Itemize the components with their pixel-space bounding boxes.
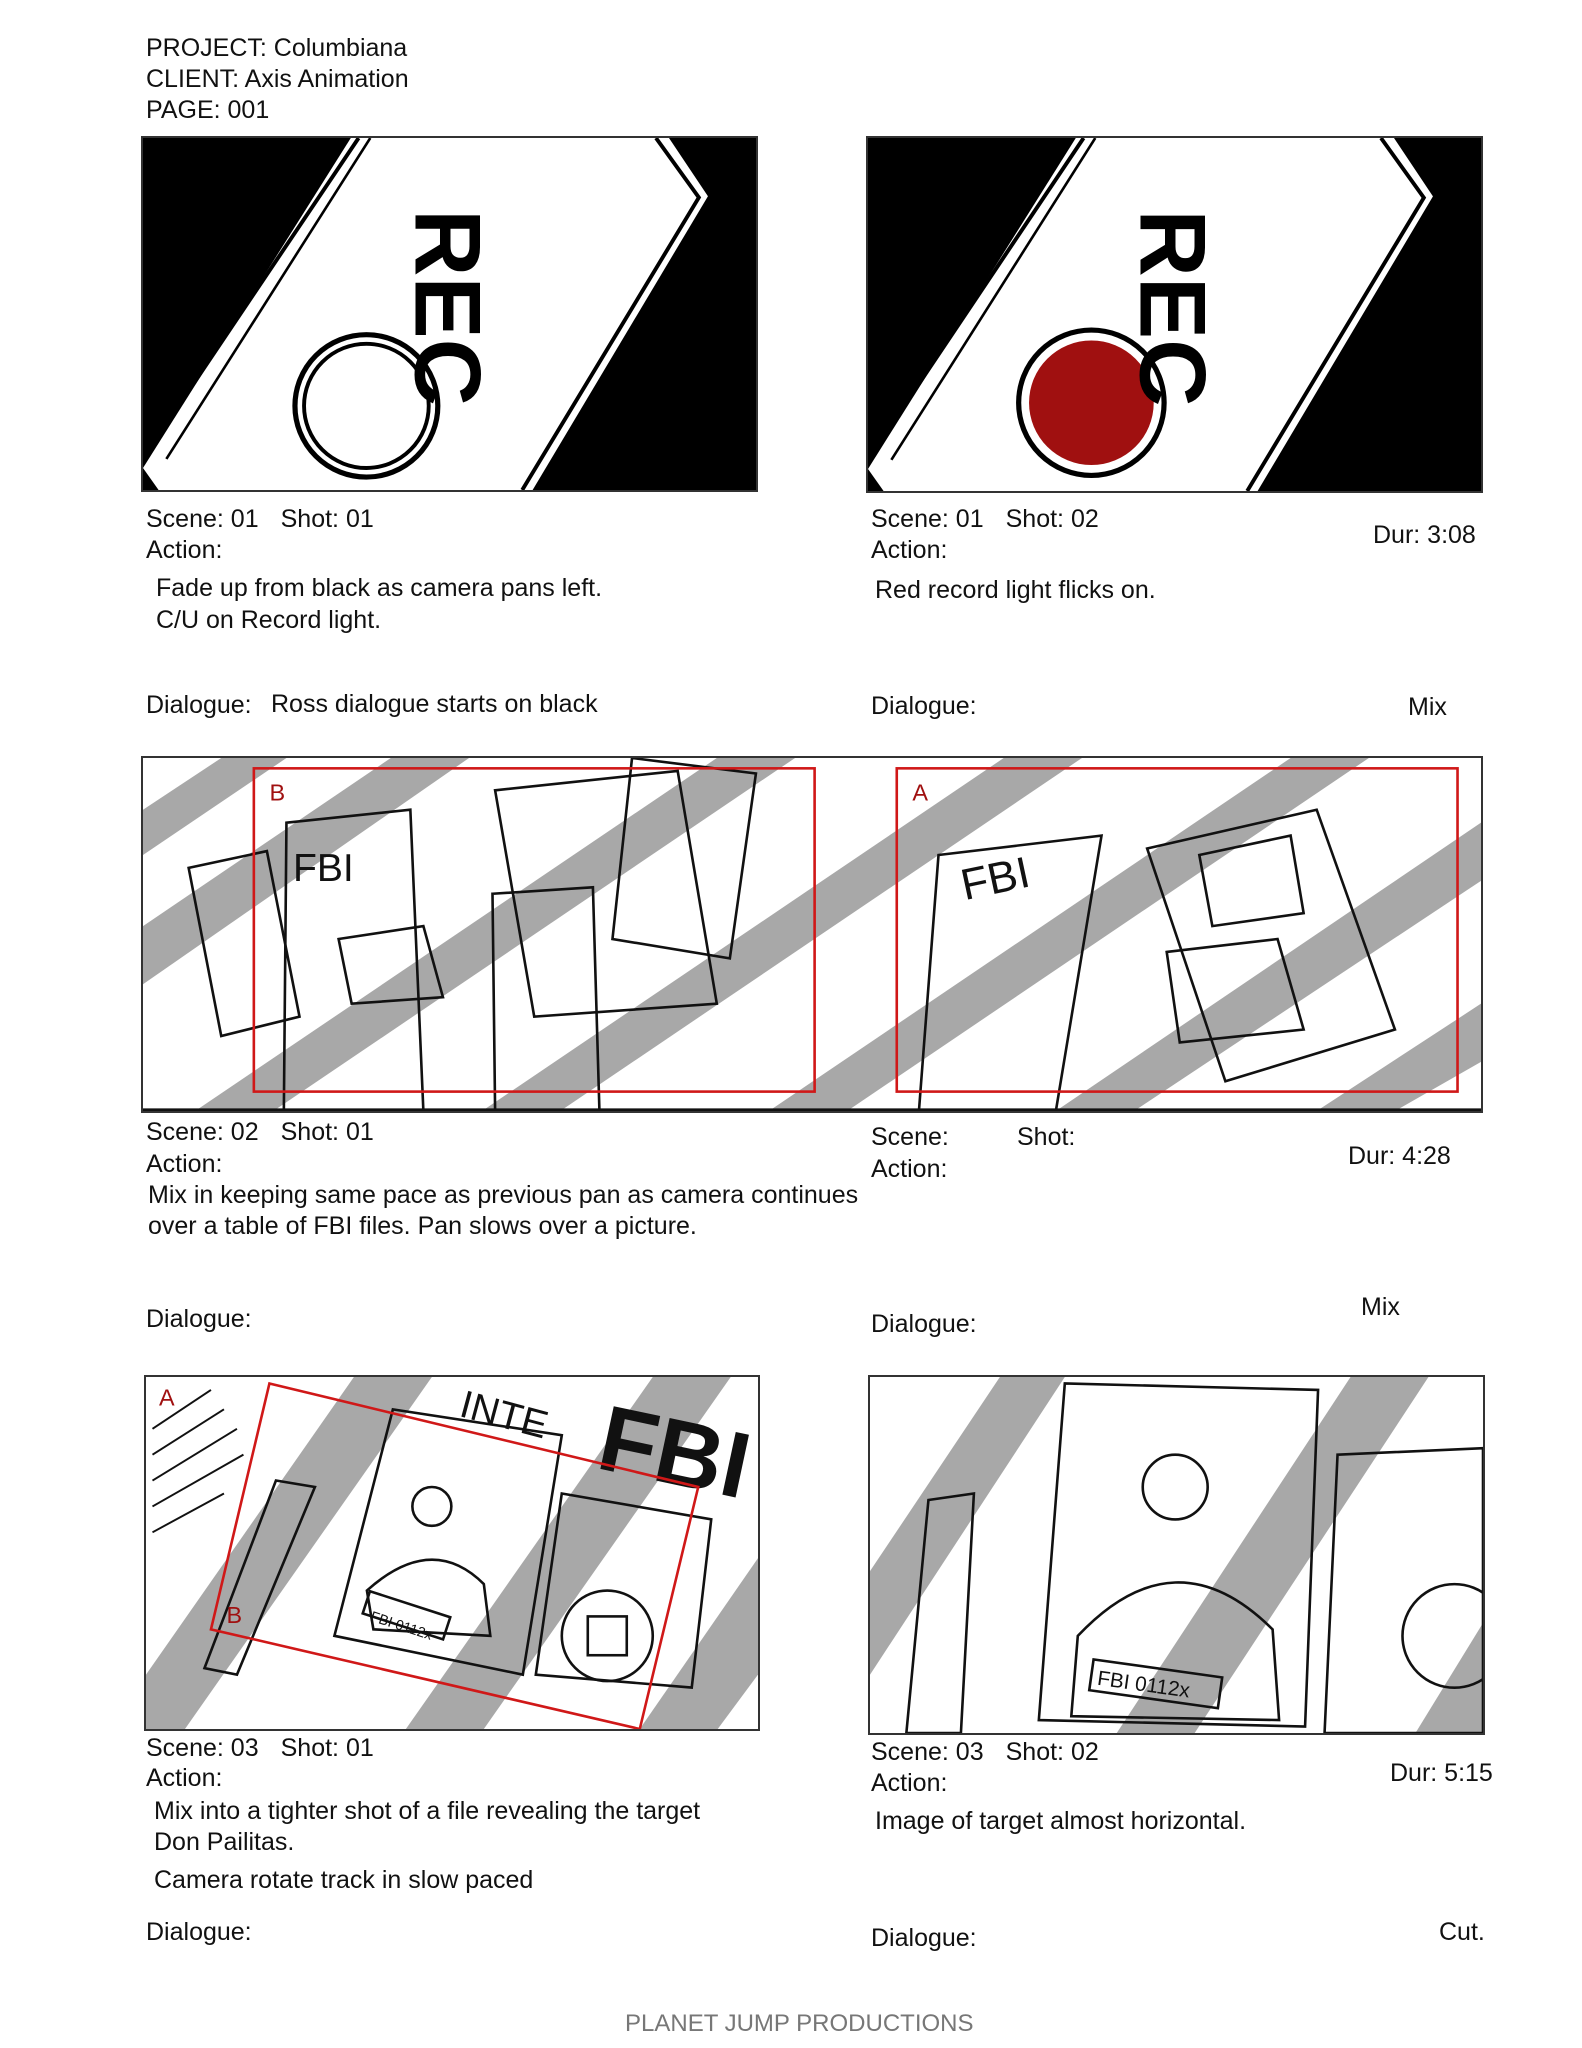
action-text: Mix in keeping same pace as previous pan… xyxy=(148,1181,859,1209)
scene-label: Scene: xyxy=(871,1123,949,1151)
rec-light-on-drawing: REC xyxy=(868,138,1481,491)
inte-label: INTE xyxy=(456,1383,553,1447)
fbi-file-label: FBI xyxy=(956,848,1034,910)
transition: Mix xyxy=(1361,1293,1400,1321)
action-text: Don Pailitas. xyxy=(154,1828,295,1856)
action-label: Action: xyxy=(146,1150,223,1178)
page-label: PAGE: 001 xyxy=(146,96,270,124)
target-portrait-sketch: FBI 0112x xyxy=(870,1377,1483,1733)
action-label: Action: xyxy=(871,1769,948,1797)
dialogue-label: Dialogue: xyxy=(871,1310,977,1338)
dialogue-label: Dialogue: xyxy=(871,692,977,720)
transition: Mix xyxy=(1408,693,1447,721)
panel-scene02-pan: FBI FBI B A xyxy=(141,756,1483,1113)
rec-label: REC xyxy=(1121,209,1226,406)
rec-label: REC xyxy=(396,209,500,406)
rec-light-off-drawing: REC xyxy=(143,138,756,490)
duration: Dur: 5:15 xyxy=(1390,1759,1493,1787)
dialogue-label: Dialogue: xyxy=(146,1305,252,1333)
action-label: Action: xyxy=(146,1764,223,1792)
dialogue-label: Dialogue: xyxy=(871,1924,977,1952)
footer-company: PLANET JUMP PRODUCTIONS xyxy=(625,2010,974,2037)
panel-scene03-shot02: FBI 0112x xyxy=(868,1375,1485,1735)
shot-label: Shot: xyxy=(1017,1123,1076,1151)
action-label: Action: xyxy=(871,1155,948,1183)
panel-scene01-shot02: REC xyxy=(866,136,1483,493)
action-text: over a table of FBI files. Pan slows ove… xyxy=(148,1212,697,1240)
action-text: Fade up from black as camera pans left. xyxy=(156,574,603,602)
action-text: Mix into a tighter shot of a file reveal… xyxy=(154,1797,701,1825)
red-record-light xyxy=(1029,340,1154,466)
client-label: CLIENT: Axis Animation xyxy=(146,65,409,93)
fbi-file-label: FBI xyxy=(293,847,354,890)
dialogue-label: Dialogue: xyxy=(146,691,252,719)
rotated-frame-rect xyxy=(209,1381,700,1729)
fbi-file-target-sketch: FBI INTE FBI 0112x A B xyxy=(146,1377,758,1729)
frame-a-label: A xyxy=(912,780,928,806)
frame-a-rect xyxy=(895,767,1459,1093)
transition: Cut. xyxy=(1439,1918,1485,1946)
action-text: Image of target almost horizontal. xyxy=(875,1807,1247,1835)
action-text: Camera rotate track in slow paced xyxy=(154,1866,534,1894)
duration: Dur: 3:08 xyxy=(1373,521,1476,549)
action-text: C/U on Record light. xyxy=(156,606,382,634)
dialogue-label: Dialogue: xyxy=(146,1918,252,1946)
duration: Dur: 4:28 xyxy=(1348,1142,1451,1170)
frame-b-rect xyxy=(252,767,816,1093)
panel-scene03-shot01: FBI INTE FBI 0112x A B xyxy=(144,1375,760,1731)
project-label: PROJECT: Columbiana xyxy=(146,34,408,62)
action-label: Action: xyxy=(871,536,948,564)
fbi-files-sketch: FBI FBI B A xyxy=(143,758,1481,1111)
frame-a-label: A xyxy=(159,1385,175,1411)
action-text: Red record light flicks on. xyxy=(875,576,1156,604)
frame-b-label: B xyxy=(227,1602,243,1628)
panel-scene01-shot01: REC xyxy=(141,136,758,492)
dialogue-text: Ross dialogue starts on black xyxy=(271,690,598,718)
file-tag: FBI 0112x xyxy=(368,1609,434,1644)
frame-b-label: B xyxy=(269,780,285,806)
action-label: Action: xyxy=(146,536,223,564)
